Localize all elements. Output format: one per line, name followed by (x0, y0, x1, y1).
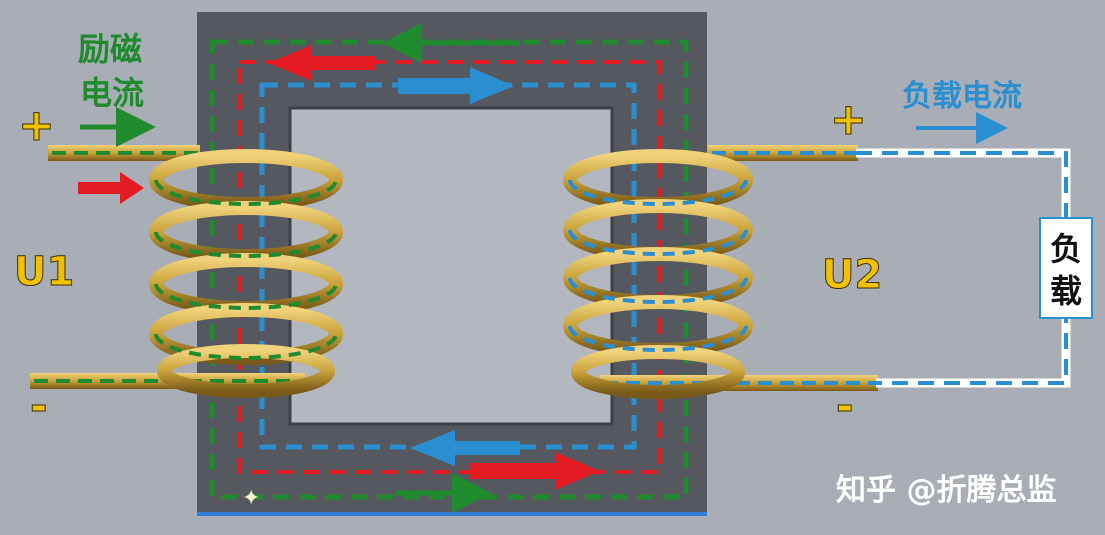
load-box (1039, 217, 1093, 319)
load-label-line1: 负 (1050, 230, 1082, 268)
load-current-label: 负载电流 (902, 79, 1022, 114)
primary-flux-path (238, 60, 662, 474)
primary-minus-label: - (30, 381, 47, 430)
load-circuit-dash (856, 151, 1068, 385)
secondary-plus-label: + (830, 94, 867, 145)
secondary-coil (563, 149, 753, 399)
primary-flux-arrow-top (268, 45, 375, 81)
primary-voltage-label: U1 (14, 249, 74, 295)
primary-plus-label: + (18, 100, 55, 151)
load-circuit (856, 148, 1071, 388)
load-flux-arrow-top (398, 67, 514, 104)
sparkle-icon: ✦ (242, 486, 260, 511)
excitation-current-label-line1: 励磁 (78, 30, 142, 68)
excitation-current-label-line2: 电流 (80, 74, 144, 112)
watermark: 知乎 @折腾总监 (836, 473, 1056, 508)
core-window (288, 106, 614, 426)
secondary-minus-label: - (836, 381, 853, 430)
load-flux-arrow-bottom (410, 430, 520, 466)
primary-flux-arrow-bottom (470, 452, 600, 490)
secondary-voltage-label: U2 (822, 252, 882, 298)
primary-coil (149, 149, 343, 398)
primary-current-arrow (78, 172, 144, 204)
load-label-line2: 载 (1050, 272, 1082, 310)
